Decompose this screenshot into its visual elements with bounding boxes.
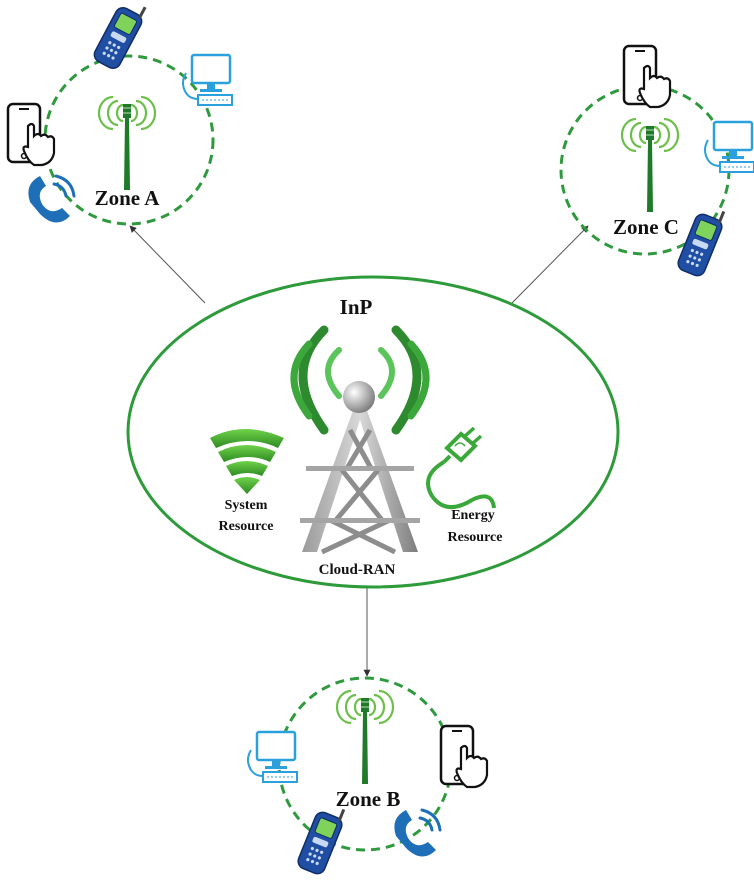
zone-c-antenna-icon — [620, 117, 680, 214]
energy-resource-label-line1: Energy — [451, 508, 495, 523]
zone-a: Zone A — [6, 0, 234, 226]
zone-b-computer-icon — [246, 730, 299, 784]
system-resource-label-line2: Resource — [219, 519, 274, 534]
zone-a-smartphone-icon — [6, 102, 56, 167]
zone-c-label: Zone C — [613, 215, 679, 239]
zone-c-computer-icon — [703, 120, 754, 174]
energy-resource-plug-icon — [426, 426, 496, 509]
zone-a-antenna-icon — [97, 95, 157, 192]
link-to-zone-a — [129, 225, 206, 304]
zone-b-smartphone-icon — [439, 724, 489, 789]
inp-title: InP — [340, 295, 373, 319]
zone-c-smartphone-icon — [622, 44, 672, 109]
zone-b-label: Zone B — [336, 787, 401, 811]
system-resource-label-line1: System — [225, 498, 268, 513]
zone-a-call-icon — [26, 174, 76, 225]
cloud-ran-tower-icon — [290, 325, 430, 555]
zone-a-computer-icon — [181, 53, 234, 107]
zone-a-label: Zone A — [95, 186, 161, 210]
zone-c-mobile-phone-icon — [675, 201, 729, 279]
cloud-ran-label: Cloud-RAN — [319, 562, 396, 578]
zone-b: Zone B — [246, 676, 489, 877]
energy-resource-label-line2: Resource — [448, 530, 503, 545]
zone-b-mobile-phone-icon — [295, 799, 349, 877]
zone-b-antenna-icon — [335, 689, 395, 786]
zone-a-mobile-phone-icon — [90, 0, 150, 72]
inp-cloud-ran: InP Cloud-RAN System — [126, 275, 620, 589]
zone-c: Zone C — [559, 44, 754, 279]
link-to-zone-c — [511, 225, 589, 304]
system-resource-wifi-icon — [210, 429, 284, 494]
